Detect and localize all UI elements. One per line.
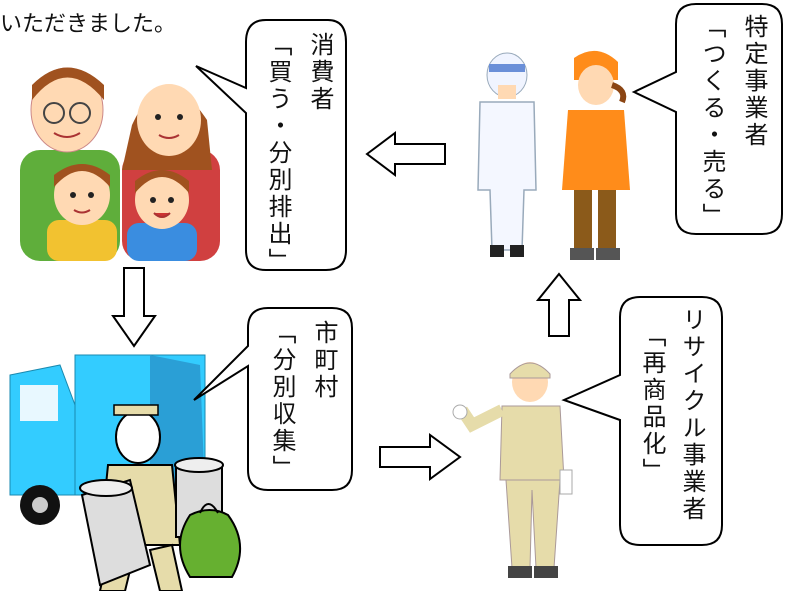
recycler-bubble-role: 「再商品化」 — [638, 323, 666, 485]
municipality-bubble-role: 「分別収集」 — [268, 320, 296, 482]
recycling-worker-illustration — [452, 350, 582, 582]
garbage-truck-illustration — [0, 345, 250, 592]
arrow-up — [535, 272, 583, 338]
consumer-bubble: 消費者 「買う・分別排出」 — [188, 18, 350, 275]
business-bubble-role: 「つくる・売る」 — [698, 14, 726, 230]
intro-text: いただきました。 — [0, 12, 177, 37]
recycler-bubble: リサイクル事業者 「再商品化」 — [560, 295, 726, 549]
consumer-bubble-role: 「買う・分別排出」 — [264, 32, 292, 275]
recycler-bubble-title: リサイクル事業者 — [678, 307, 706, 523]
arrow-down — [110, 266, 158, 348]
municipality-bubble-title: 市町村 — [310, 320, 338, 401]
business-workers-illustration — [462, 40, 652, 270]
consumer-bubble-title: 消費者 — [306, 32, 334, 113]
business-bubble-title: 特定事業者 — [740, 14, 768, 149]
municipality-bubble: 市町村 「分別収集」 — [186, 306, 354, 494]
arrow-right — [378, 432, 462, 482]
business-bubble: 特定事業者 「つくる・売る」 — [630, 2, 786, 238]
family-illustration — [12, 55, 224, 261]
arrow-left — [365, 130, 447, 178]
